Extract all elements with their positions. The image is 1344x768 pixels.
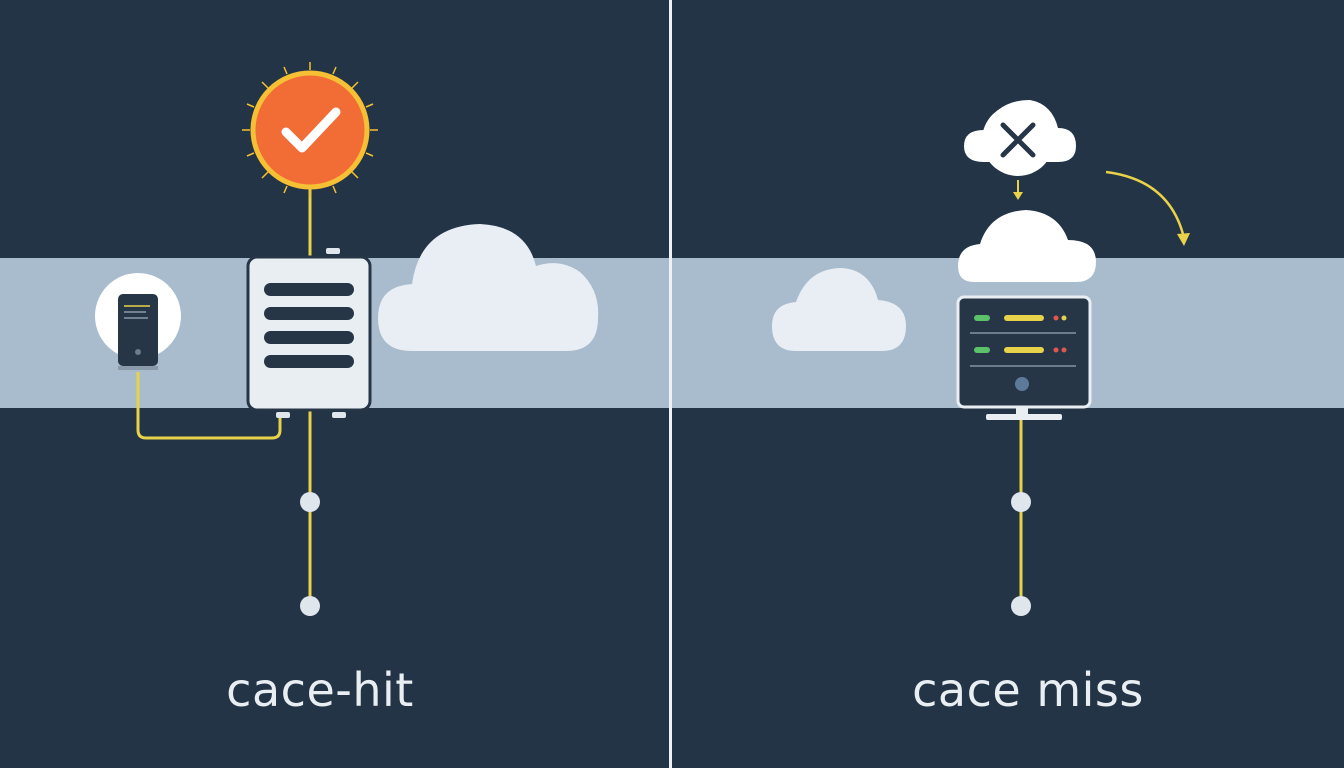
wire-node bbox=[1011, 596, 1031, 616]
badge-rays bbox=[242, 62, 378, 198]
client-server-wire bbox=[136, 372, 282, 440]
right-panel bbox=[772, 100, 1190, 616]
x-icon bbox=[1000, 122, 1036, 158]
client-device bbox=[95, 273, 181, 370]
cache-miss-label: cace miss bbox=[912, 663, 1144, 717]
monitor-stand bbox=[986, 414, 1062, 420]
wire-node bbox=[300, 596, 320, 616]
origin-cloud bbox=[958, 210, 1096, 282]
panel-divider bbox=[669, 0, 672, 768]
origin-monitor bbox=[956, 295, 1092, 420]
wire-node bbox=[300, 492, 320, 512]
cache-hit-label: cace-hit bbox=[226, 663, 414, 717]
check-icon bbox=[281, 107, 341, 153]
redirect-arrow bbox=[1105, 170, 1186, 239]
hit-badge bbox=[250, 70, 370, 190]
cloud-icon bbox=[772, 268, 906, 351]
wire-node bbox=[1011, 492, 1031, 512]
client-tower bbox=[118, 294, 158, 366]
cloud-icon bbox=[378, 224, 599, 351]
cache-server bbox=[246, 248, 372, 418]
left-panel bbox=[95, 62, 599, 616]
